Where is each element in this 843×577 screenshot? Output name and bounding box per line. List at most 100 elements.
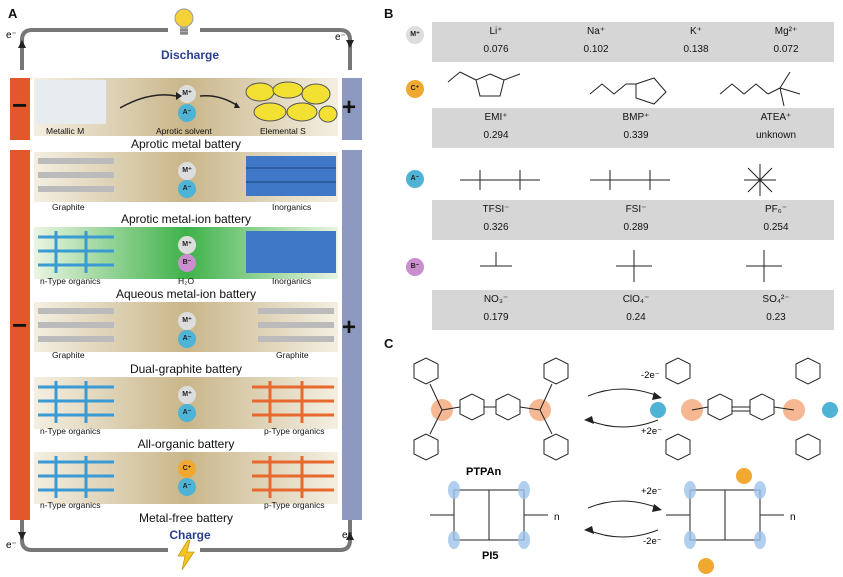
val-fsi: 0.289 — [623, 222, 649, 233]
ptpan-label: PTPAn — [466, 466, 502, 478]
val-so4: 0.23 — [766, 312, 786, 323]
circuit-wire — [18, 28, 354, 552]
b6-right-label: p-Type organics — [264, 500, 325, 510]
ntype-organics-b6 — [38, 456, 114, 498]
val-na: 0.102 — [583, 44, 609, 55]
ion-c-b6: C⁺ — [178, 460, 196, 478]
ntype-organics-b3 — [38, 231, 114, 273]
table-ion-b: B⁻ — [406, 258, 424, 276]
ion-m-b4: M⁺ — [178, 312, 196, 330]
row-c-bg — [432, 108, 834, 148]
discharge-label: Discharge — [160, 48, 220, 62]
cell-emi: EMI⁺ — [484, 112, 508, 123]
cell-bmp: BMP⁺ — [622, 112, 650, 123]
electron-label-br: e⁻ — [342, 530, 353, 541]
val-k: 0.138 — [683, 44, 709, 55]
cathode-top — [342, 78, 362, 140]
table-ion-m: M⁺ — [406, 26, 424, 44]
val-clo4: 0.24 — [626, 312, 646, 323]
b3-mid-label: H₂O — [178, 276, 195, 286]
val-pf6: 0.254 — [763, 222, 789, 233]
cation-structures — [447, 71, 801, 107]
b5-left-label: n-Type organics — [40, 426, 101, 436]
cell-fsi: FSI⁻ — [625, 204, 647, 215]
cell-clo4: ClO₄⁻ — [622, 294, 650, 305]
b6-title: Metal-free battery — [138, 511, 234, 525]
row-b-bg — [432, 290, 834, 330]
b3-left-label: n-Type organics — [40, 276, 101, 286]
b1-mid-label: Aprotic solvent — [156, 126, 212, 136]
b1-right-label: Elemental S — [260, 126, 306, 136]
plus-sign-bottom: + — [342, 314, 357, 341]
b6-left-label: n-Type organics — [40, 500, 101, 510]
cell-pf6: PF₆⁻ — [764, 204, 788, 215]
plus2e-bottom: +2e⁻ — [641, 486, 663, 497]
val-no3: 0.179 — [483, 312, 509, 323]
electron-label-tr: e⁻ — [335, 32, 346, 43]
ion-a-b2: A⁻ — [178, 180, 196, 198]
inorganics-right-b2 — [246, 156, 336, 196]
anode-bottom — [10, 150, 30, 520]
cell-no3: NO₃⁻ — [483, 294, 509, 305]
val-tfsi: 0.326 — [483, 222, 509, 233]
val-atea: unknown — [755, 130, 797, 141]
panel-c-letter: C — [384, 336, 394, 351]
ion-a-b1: A⁻ — [178, 104, 196, 122]
table-ion-c: C⁺ — [406, 80, 424, 98]
graphite-left-b4 — [38, 308, 114, 342]
ptype-organics-b5 — [252, 381, 334, 423]
b4-left-label: Graphite — [52, 350, 85, 360]
minus2e-bottom: -2e⁻ — [643, 536, 662, 547]
anion-a-structures — [460, 164, 776, 196]
graphite-left-b2 — [38, 158, 114, 192]
cell-k: K⁺ — [690, 26, 702, 37]
b2-left-label: Graphite — [52, 202, 85, 212]
b5-title: All-organic battery — [137, 437, 235, 451]
val-emi: 0.294 — [483, 130, 509, 141]
plus-sign-top: + — [342, 94, 357, 121]
graphite-right-b4 — [258, 308, 334, 342]
ion-m-b3: M⁺ — [178, 236, 196, 254]
cell-so4: SO₄²⁻ — [762, 294, 790, 305]
panel-a-letter: A — [8, 6, 18, 21]
electron-label-tl: e⁻ — [6, 30, 17, 41]
cathode-bottom — [342, 150, 362, 520]
arrows-b1 — [120, 92, 240, 109]
b4-title: Dual-graphite battery — [129, 362, 243, 376]
row-a-bg — [432, 200, 834, 240]
b4-right-label: Graphite — [276, 350, 309, 360]
panel-b-letter: B — [384, 6, 394, 21]
minus-sign-bottom: − — [12, 310, 28, 340]
ptype-organics-b6 — [252, 456, 334, 498]
b3-right-label: Inorganics — [272, 276, 312, 286]
minus-sign-top: − — [12, 90, 28, 120]
ntype-organics-b5 — [38, 381, 114, 423]
ion-b-b3: B⁻ — [178, 254, 196, 272]
val-bmp: 0.339 — [623, 130, 649, 141]
pi5-n-left: n — [554, 512, 560, 523]
minus2e-top: -2e⁻ — [641, 370, 660, 381]
cell-li: Li⁺ — [489, 26, 503, 37]
pi5-n-right: n — [790, 512, 796, 523]
b2-title: Aprotic metal-ion battery — [120, 212, 252, 226]
plus2e-top: +2e⁻ — [641, 426, 663, 437]
b1-left-label: Metallic M — [46, 126, 85, 136]
electron-label-bl: e⁻ — [6, 540, 17, 551]
cell-tfsi: TFSI⁻ — [482, 204, 510, 215]
cell-atea: ATEA⁺ — [760, 112, 792, 123]
ion-m-b2: M⁺ — [178, 162, 196, 180]
metallic-m-shape — [36, 80, 106, 124]
ion-m-b5: M⁺ — [178, 386, 196, 404]
charge-label: Charge — [169, 528, 211, 542]
ion-a-b6: A⁻ — [178, 478, 196, 496]
sulfur-shape — [245, 81, 338, 123]
anion-b-structures — [480, 250, 782, 282]
light-bulb-icon — [172, 6, 196, 45]
val-mg: 0.072 — [773, 44, 799, 55]
cell-na: Na⁺ — [586, 26, 606, 37]
cell-mg: Mg²⁺ — [774, 26, 798, 37]
pi5-label: PI5 — [482, 550, 499, 562]
ion-a-b5: A⁻ — [178, 404, 196, 422]
ion-m-b1: M⁺ — [178, 85, 196, 103]
